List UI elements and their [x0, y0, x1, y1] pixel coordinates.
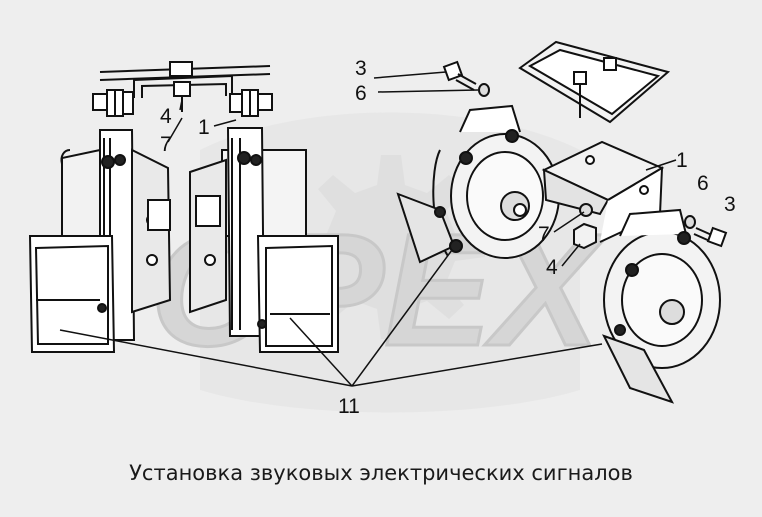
angle-bracket — [541, 140, 665, 243]
top-right-plate — [518, 40, 671, 124]
callout-3-right: 3 — [724, 193, 736, 216]
callout-6-right: 6 — [697, 172, 709, 195]
callout-6-top: 6 — [355, 82, 367, 105]
center-horn — [396, 104, 560, 264]
figure-caption: Установка звуковых электрических сигнало… — [129, 461, 633, 485]
callout-3-top: 3 — [355, 57, 367, 80]
right-bolt — [684, 215, 728, 248]
callout-1-left: 1 — [198, 116, 210, 139]
callout-7-left: 7 — [160, 133, 172, 156]
callout-4-left: 4 — [160, 105, 172, 128]
leader-lines — [59, 71, 677, 387]
callout-4-mid: 4 — [546, 256, 558, 279]
callout-11: 11 — [338, 395, 360, 418]
middle-horn — [189, 127, 339, 353]
left-mounting-bracket — [92, 61, 273, 117]
left-horn — [28, 129, 172, 353]
callout-1-right: 1 — [676, 149, 688, 172]
callout-7-mid: 7 — [538, 223, 550, 246]
top-bolt — [442, 60, 490, 97]
right-horn — [602, 208, 721, 404]
